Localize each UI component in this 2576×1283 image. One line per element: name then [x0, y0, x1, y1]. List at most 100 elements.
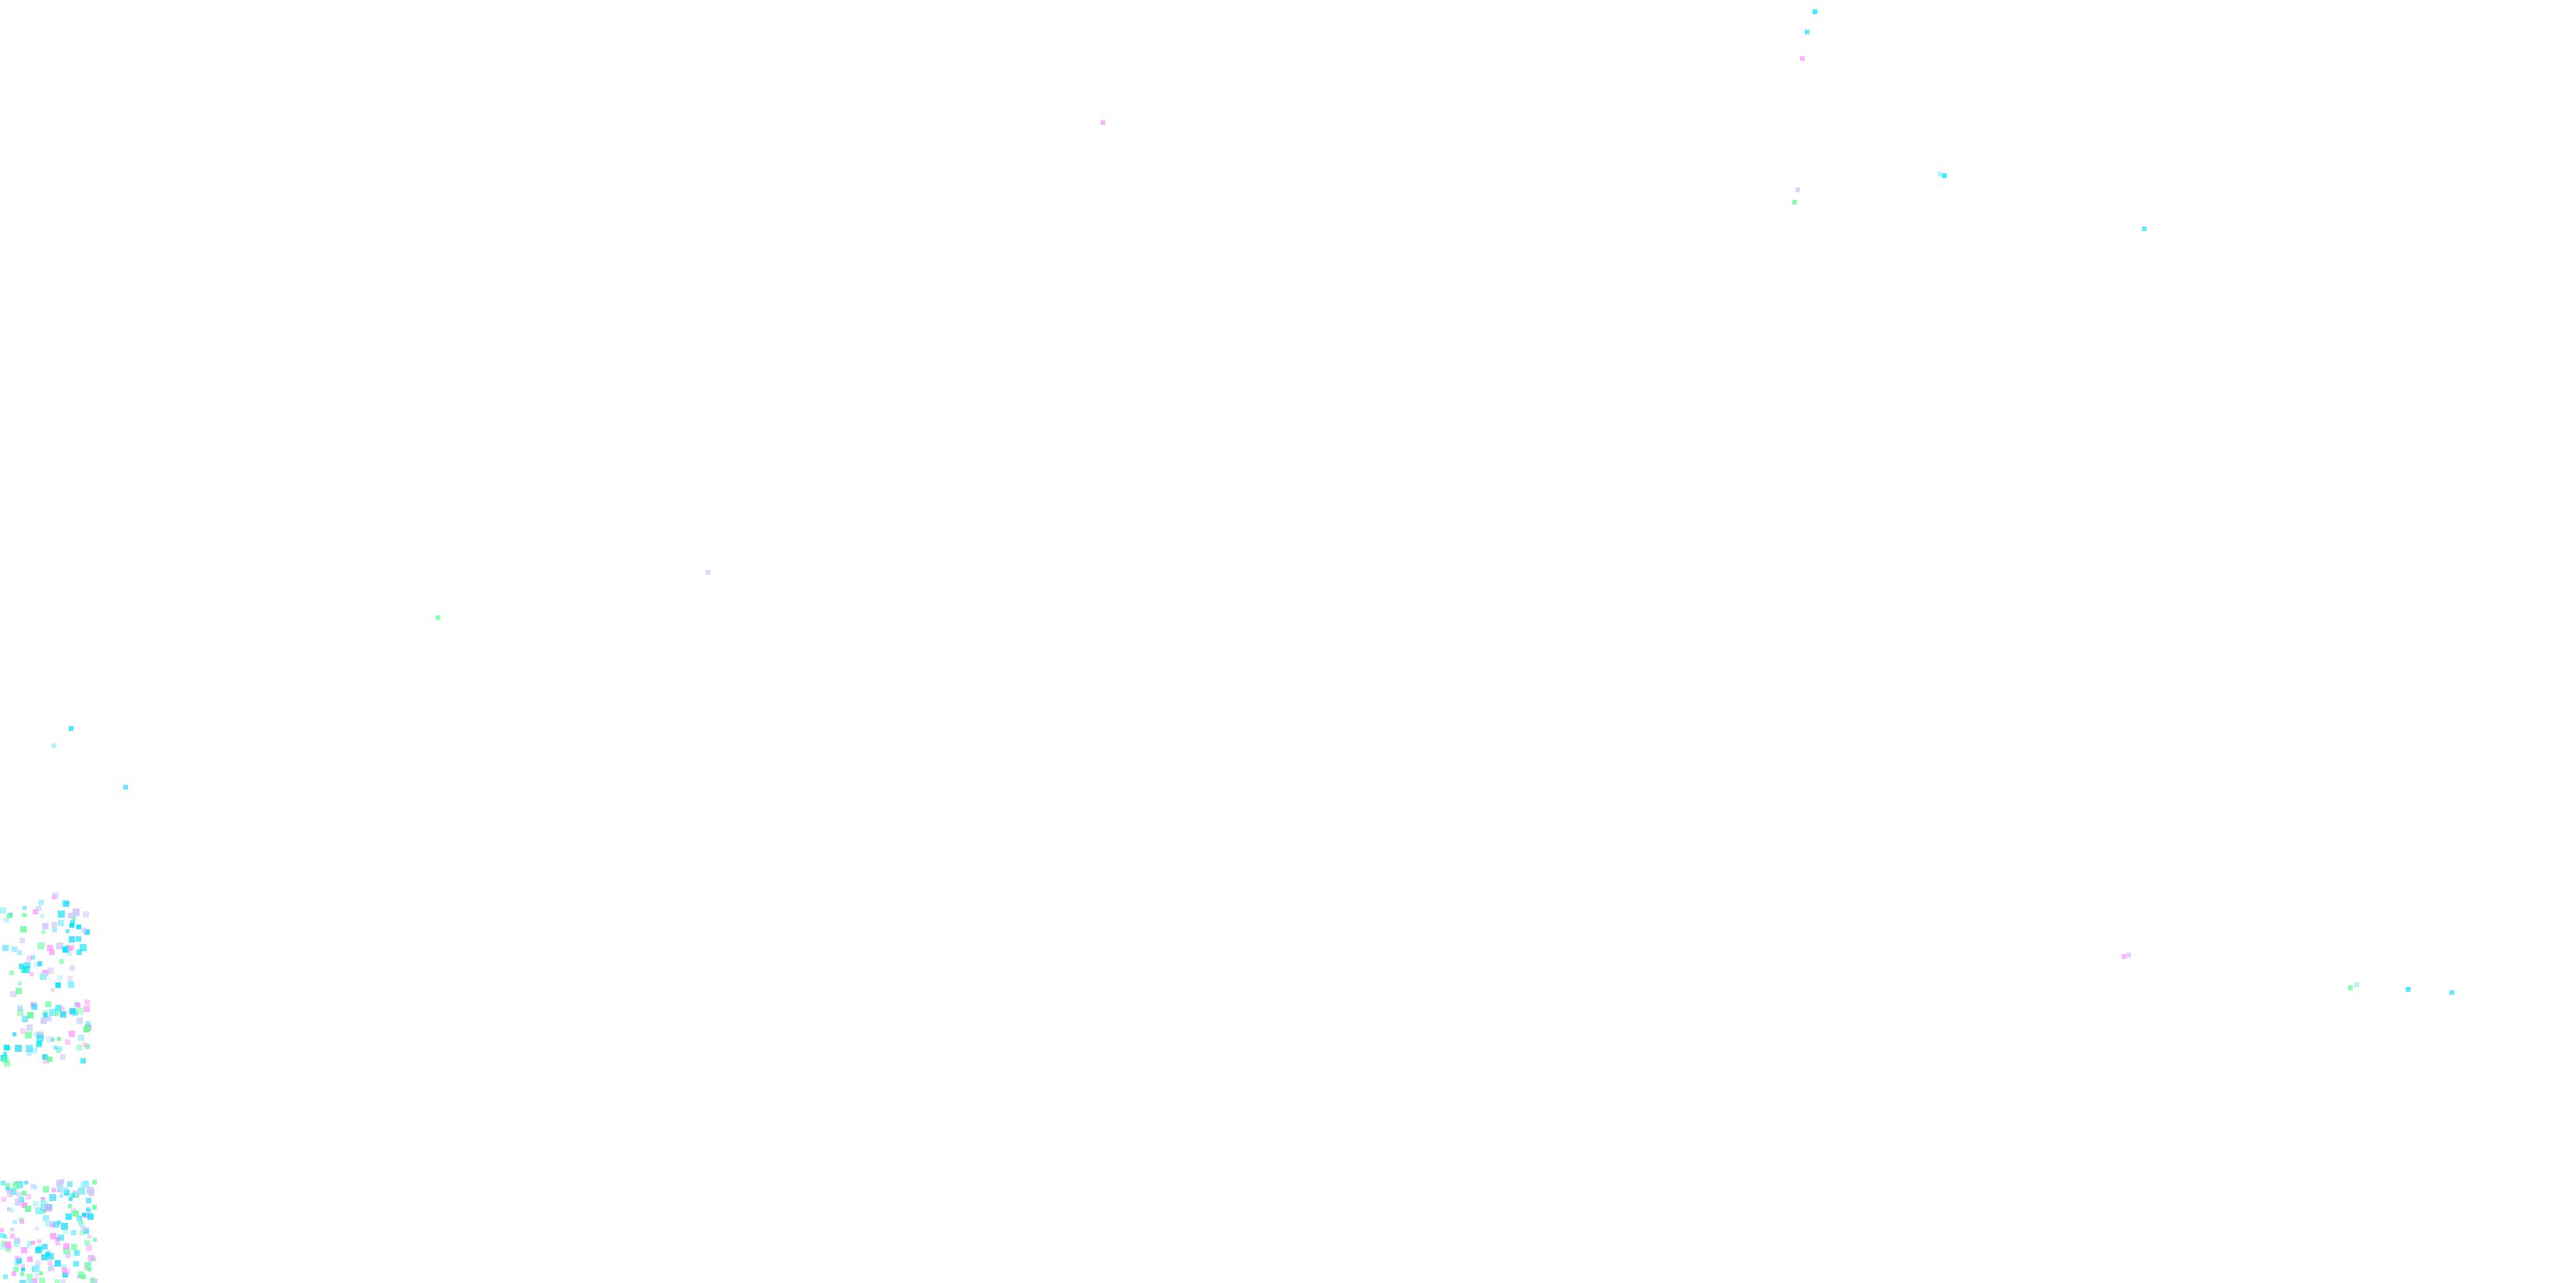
noise-speck: [2, 1197, 6, 1202]
noise-speck: [31, 1241, 35, 1245]
noise-speck: [69, 1031, 75, 1037]
noise-speck: [5, 1183, 10, 1188]
noise-speck: [71, 1244, 77, 1250]
noise-speck: [7, 1191, 13, 1197]
noise-speck: [17, 950, 22, 955]
noise-speck: [1942, 173, 1947, 178]
noise-speck: [41, 930, 45, 934]
noise-speck: [24, 962, 30, 968]
noise-speck: [57, 1186, 62, 1191]
noise-speck: [69, 936, 75, 943]
noise-speck: [7, 1207, 11, 1211]
noise-speck: [7, 1245, 12, 1249]
noise-speck: [55, 1237, 59, 1241]
noise-speck: [33, 1265, 40, 1272]
noise-speck: [43, 1013, 48, 1017]
noise-speck: [84, 1000, 90, 1005]
noise-speck: [45, 1252, 50, 1256]
noise-speck: [27, 1012, 34, 1018]
noise-speck: [27, 1244, 31, 1249]
noise-speck: [1, 1181, 5, 1185]
noise-speck: [2354, 982, 2359, 987]
noise-speck: [16, 1192, 22, 1197]
noise-speck: [52, 895, 56, 900]
noise-speck: [57, 975, 62, 981]
noise-speck: [57, 1037, 61, 1041]
noise-speck: [29, 1281, 34, 1283]
noise-speck: [20, 1272, 24, 1276]
noise-speck: [27, 1256, 33, 1262]
noise-speck: [45, 1001, 52, 1007]
noise-speck: [87, 1235, 91, 1238]
noise-speck: [55, 1279, 60, 1283]
noise-speck: [44, 1201, 48, 1205]
noise-speck: [76, 1017, 83, 1024]
noise-speck: [61, 1187, 67, 1193]
noise-speck: [63, 1247, 70, 1254]
noise-speck: [69, 923, 74, 928]
noise-speck: [67, 1181, 73, 1187]
noise-speck: [32, 1278, 37, 1283]
noise-speck: [73, 1190, 80, 1197]
noise-speck: [27, 1050, 32, 1056]
noise-speck: [2406, 987, 2411, 992]
noise-speck: [37, 943, 44, 950]
noise-speck: [15, 1045, 22, 1052]
noise-speck: [58, 911, 65, 918]
noise-speck: [13, 1267, 19, 1272]
noise-speck: [43, 1057, 49, 1064]
noise-speck: [1937, 172, 1942, 176]
noise-speck: [26, 1194, 31, 1199]
noise-speck: [18, 982, 22, 985]
noise-speck: [16, 1258, 22, 1263]
noise-speck: [45, 1221, 52, 1227]
noise-speck: [52, 922, 57, 928]
noise-speck: [86, 1245, 92, 1251]
noise-speck: [37, 1035, 44, 1042]
noise-speck: [58, 920, 64, 926]
noise-speck: [41, 1254, 48, 1260]
noise-speck: [34, 1185, 37, 1189]
noise-speck: [2450, 990, 2454, 995]
noise-speck: [71, 1230, 76, 1235]
noise-speck: [51, 988, 55, 992]
noise-speck: [38, 900, 44, 905]
noise-speck: [69, 726, 73, 731]
noise-speck: [55, 982, 61, 988]
noise-speck: [17, 1182, 23, 1189]
noise-speck: [92, 1180, 97, 1185]
noise-speck: [30, 972, 34, 976]
noise-speck: [80, 1182, 86, 1188]
noise-speck: [1795, 187, 1800, 192]
noise-speck: [35, 1260, 41, 1266]
noise-speck: [61, 1007, 65, 1010]
noise-speck: [76, 1217, 80, 1221]
noise-speck: [73, 909, 80, 916]
noise-speck: [4, 1060, 10, 1067]
noise-speck: [3, 1274, 8, 1279]
noise-speck: [49, 950, 55, 955]
noise-speck: [47, 945, 53, 951]
noise-speck: [79, 1221, 84, 1227]
noise-speck: [31, 1003, 37, 1010]
noise-speck: [68, 1204, 72, 1208]
noise-speck: [51, 1038, 55, 1042]
noise-speck: [83, 911, 89, 918]
noise-speck: [69, 1008, 76, 1014]
noise-speck: [12, 1182, 20, 1189]
noise-speck: [82, 1213, 86, 1217]
noise-speck: [10, 991, 16, 997]
noise-speck: [41, 1199, 45, 1204]
noise-speck: [63, 1229, 68, 1234]
noise-speck: [53, 1221, 59, 1228]
noise-speck: [0, 1233, 5, 1238]
noise-speck: [81, 928, 87, 933]
noise-speck: [60, 1011, 66, 1017]
noise-speck: [84, 1240, 90, 1246]
noise-speck: [34, 962, 40, 968]
noise-speck: [6, 1188, 12, 1193]
noise-speck: [70, 1193, 75, 1198]
noise-speck: [36, 906, 41, 911]
noise-speck: [59, 959, 64, 964]
noise-speck: [42, 1244, 48, 1249]
